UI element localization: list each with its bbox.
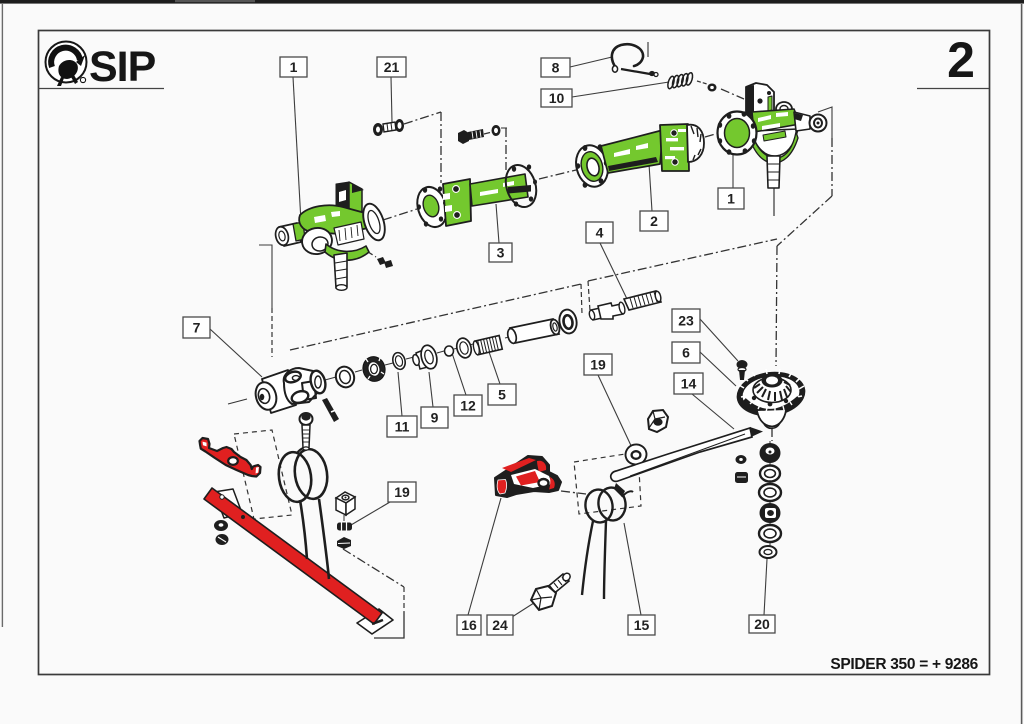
svg-text:1: 1 (727, 191, 735, 207)
svg-text:9: 9 (431, 410, 439, 426)
svg-text:14: 14 (681, 376, 697, 392)
svg-text:8: 8 (552, 60, 560, 76)
svg-text:15: 15 (634, 617, 650, 633)
svg-text:4: 4 (596, 225, 604, 241)
svg-text:20: 20 (754, 616, 770, 632)
svg-text:19: 19 (394, 484, 410, 500)
svg-text:23: 23 (678, 313, 694, 329)
svg-text:1: 1 (290, 59, 298, 75)
svg-text:19: 19 (590, 357, 606, 373)
svg-text:5: 5 (498, 387, 506, 403)
svg-text:SIP: SIP (89, 43, 156, 91)
svg-text:3: 3 (497, 245, 505, 261)
svg-text:12: 12 (460, 398, 476, 414)
svg-text:24: 24 (492, 617, 508, 633)
svg-text:10: 10 (549, 90, 565, 106)
svg-text:21: 21 (384, 59, 400, 75)
svg-text:7: 7 (193, 320, 201, 336)
svg-text:2: 2 (947, 32, 975, 88)
svg-text:6: 6 (682, 345, 690, 361)
svg-text:11: 11 (395, 419, 410, 435)
svg-text:2: 2 (650, 213, 658, 229)
svg-text:16: 16 (461, 617, 477, 633)
svg-text:SPIDER 350 = + 9286: SPIDER 350 = + 9286 (830, 656, 978, 673)
